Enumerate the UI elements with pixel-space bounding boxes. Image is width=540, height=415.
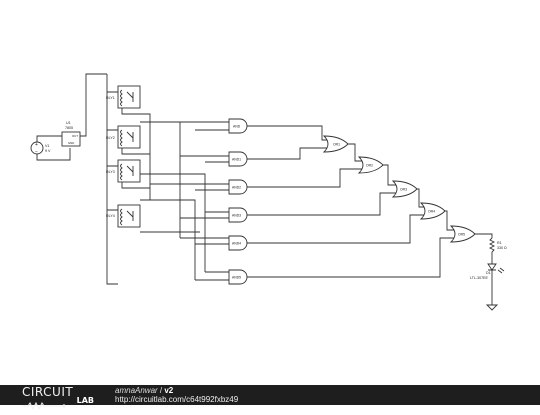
svg-text:−: − [35, 149, 38, 155]
relay-label-2: RLY2 [106, 136, 115, 140]
meta-separator: / [157, 386, 165, 395]
or-gate-label-4: OR4 [428, 210, 435, 214]
ground-icon [485, 304, 499, 311]
or-gate-label-2: OR2 [366, 164, 373, 168]
regulator-pin-gnd: GND [68, 141, 74, 145]
or-gate-label-3: OR3 [400, 188, 407, 192]
version-label: v2 [164, 386, 174, 395]
relay-label-3: RLY3 [106, 170, 115, 174]
relay-label-1: RLY1 [106, 96, 115, 100]
regulator-part-label: 7805 [65, 126, 73, 130]
relay-label-4: RLY4 [106, 214, 115, 218]
regulator-ref-label: U1 [66, 121, 71, 125]
led-ref-label: D1 [486, 271, 491, 275]
resistor-ref-label: R1 [497, 241, 502, 245]
logo-bottom: LAB [22, 396, 94, 411]
project-url[interactable]: http://circuitlab.com/c64t992fxbz49 [115, 395, 239, 404]
and-gate-label-1: AND1 [232, 158, 241, 162]
relay-rly2: RLY2 [106, 125, 141, 149]
relay-rly1: RLY1 [106, 85, 141, 109]
and-gate-label-3: AND3 [232, 214, 241, 218]
circuitlab-logo[interactable]: CIRCUIT LAB [22, 385, 102, 411]
regulator-pin-out: OUT [72, 134, 78, 138]
and-gate-label-5: AND5 [232, 276, 241, 280]
footer-bar: CIRCUIT LAB amnaAnwar / v2 http://circui… [0, 385, 540, 411]
and-gates: AND AND1 AND2 AND3 AND4 AND5 [228, 118, 248, 285]
logo-top-text: CIRCUIT [22, 385, 74, 399]
and-gate-label-4: AND4 [232, 242, 241, 246]
resistor-value-label: 330 Ω [497, 246, 507, 250]
relay-rly3: RLY3 [106, 159, 141, 183]
or-gate-label-1: OR1 [333, 143, 340, 147]
or-gates: OR1 OR2 OR3 OR4 OR5 [322, 135, 476, 243]
regulator-u1: U1 7805 OUT GND [61, 73, 118, 285]
project-meta: amnaAnwar / v2 http://circuitlab.com/c64… [115, 386, 238, 404]
relay-rly4: RLY4 [106, 204, 141, 228]
circuit-schematic: + − V1 9 V U1 7805 OUT GND RLY1 RLY2 RLY… [30, 73, 507, 311]
logo-bottom-text: LAB [76, 396, 94, 405]
or-gate-label-5: OR5 [458, 233, 465, 237]
output-stage: R1 330 Ω D1 LTL-307EE [470, 233, 507, 311]
author-name[interactable]: amnaAnwar [115, 386, 158, 395]
and-gate-label-0: AND [233, 125, 241, 129]
battery-value-label: 9 V [45, 149, 51, 153]
led-part-label: LTL-307EE [470, 276, 489, 280]
battery-ref-label: V1 [45, 144, 49, 148]
and-gate-label-2: AND2 [232, 186, 241, 190]
svg-text:+: + [35, 142, 38, 148]
logo-resistor-icon [22, 401, 66, 411]
battery-v1: + − V1 9 V [30, 135, 71, 161]
